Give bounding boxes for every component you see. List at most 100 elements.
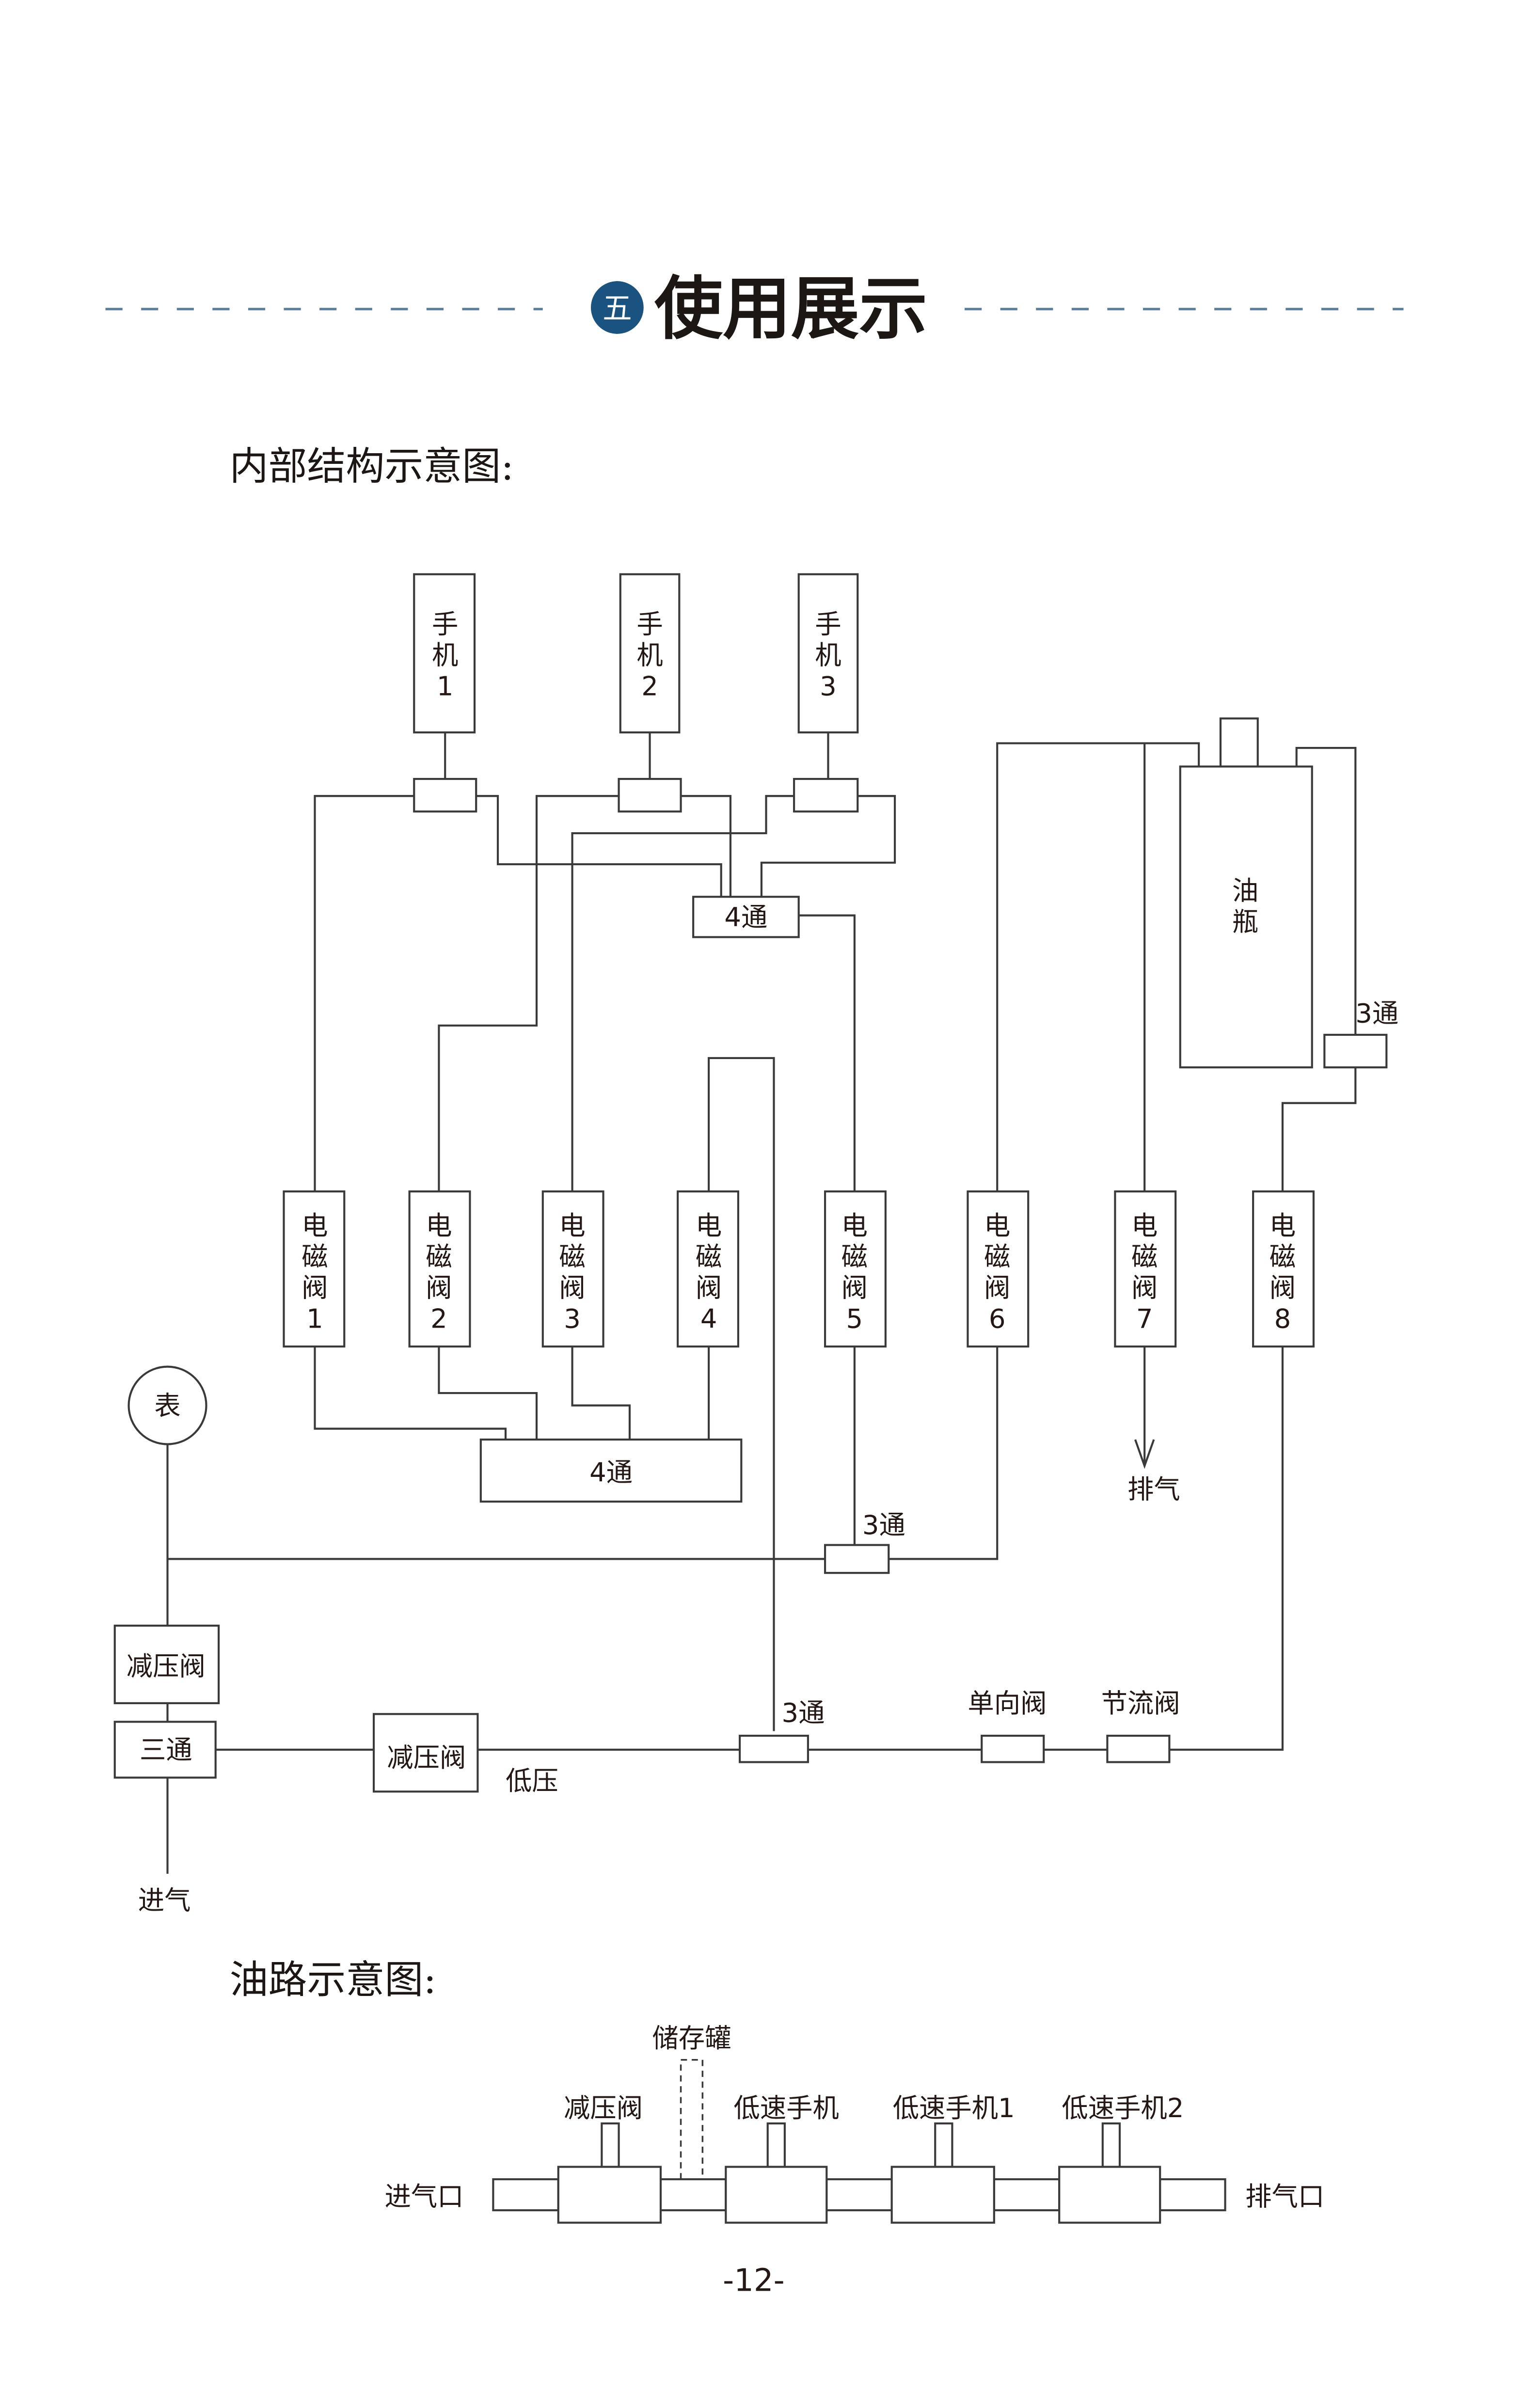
svg-text:磁: 磁 (1131, 1242, 1158, 1272)
svg-text:油: 油 (1232, 876, 1258, 906)
svg-text:机: 机 (432, 640, 458, 670)
solenoid-valve-4: 电 磁 阀 4 (677, 1190, 739, 1348)
svg-text:1: 1 (306, 1304, 323, 1334)
svg-text:电: 电 (426, 1211, 452, 1241)
svg-text:电: 电 (696, 1211, 722, 1241)
outlet-pipe (1159, 2178, 1226, 2212)
svg-text:低速手机: 低速手机 (733, 2093, 839, 2123)
svg-text:8: 8 (1274, 1304, 1291, 1334)
pipe-lines (166, 732, 1357, 1874)
svg-text:节流阀: 节流阀 (1101, 1688, 1180, 1719)
svg-text:磁: 磁 (841, 1242, 868, 1272)
pipe (571, 795, 794, 1192)
handpiece-3-connector (793, 777, 859, 813)
svg-text:4通: 4通 (724, 902, 767, 933)
intake-label: 进气 (138, 1885, 191, 1916)
pressure-gauge: 表 (127, 1365, 207, 1445)
svg-text:低速手机2: 低速手机2 (1062, 2093, 1184, 2123)
svg-text:5: 5 (846, 1304, 863, 1334)
handpiece-1: 手 机 1 (413, 573, 476, 734)
svg-text:7: 7 (1136, 1304, 1153, 1334)
handpiece-2: 手 机 2 (619, 573, 681, 734)
svg-text:3通: 3通 (862, 1510, 905, 1540)
svg-text:减压阀: 减压阀 (127, 1651, 206, 1681)
svg-text:磁: 磁 (696, 1242, 722, 1272)
internal-structure-diagram: 手 机 1 手 机 2 手 机 3 4通 油 瓶 (113, 573, 1398, 1916)
pipe-segment (993, 2178, 1061, 2212)
svg-text:阀: 阀 (841, 1273, 868, 1303)
svg-text:4通: 4通 (589, 1457, 633, 1488)
svg-text:电: 电 (302, 1211, 328, 1241)
section-number-badge (590, 281, 644, 334)
pipe (314, 795, 414, 1192)
solenoid-valve-3: 电 磁 阀 3 (541, 1190, 604, 1348)
solenoid-valve-5: 电 磁 阀 5 (824, 1190, 887, 1348)
svg-text:阀: 阀 (984, 1273, 1010, 1303)
svg-text:电: 电 (1270, 1211, 1296, 1241)
storage-tank (680, 2059, 704, 2180)
handpiece-1-connector (413, 777, 477, 813)
throttle-valve: 节流阀 (1101, 1688, 1180, 1763)
svg-text:3: 3 (564, 1304, 581, 1334)
svg-text:三通: 三通 (140, 1735, 192, 1765)
internal-structure-title: 内部结构示意图: (230, 444, 514, 489)
solenoid-valve-2: 电 磁 阀 2 (408, 1190, 471, 1348)
svg-text:阀: 阀 (696, 1273, 722, 1303)
svg-text:低速手机1: 低速手机1 (893, 2093, 1015, 2123)
pipe (314, 1346, 507, 1440)
svg-text:6: 6 (989, 1304, 1006, 1334)
pipe (476, 795, 722, 897)
svg-text:阀: 阀 (302, 1273, 328, 1303)
pipe (1169, 1346, 1284, 1751)
handpiece-2-connector (618, 777, 682, 813)
oil-bottle-cap (1219, 717, 1259, 768)
three-way-mid: 3通 (824, 1510, 905, 1574)
pipe (996, 742, 1200, 1192)
svg-text:磁: 磁 (302, 1242, 328, 1272)
section-number: 五 (603, 292, 632, 326)
oil-bottle: 油 瓶 (1179, 717, 1313, 1069)
solenoid-valve-7: 电 磁 阀 7 (1114, 1190, 1177, 1348)
svg-text:单向阀: 单向阀 (968, 1688, 1047, 1719)
oil-path-title: 油路示意图: (230, 1957, 437, 2002)
svg-text:电: 电 (1131, 1211, 1158, 1241)
svg-text:阀: 阀 (1270, 1273, 1296, 1303)
pipe (438, 795, 619, 1192)
svg-text:手: 手 (432, 609, 458, 639)
oil-unit-low-speed-handpiece-2: 低速手机2 (1058, 2093, 1184, 2224)
pipe (438, 1346, 538, 1440)
oil-unit-low-speed-handpiece: 低速手机 (725, 2093, 839, 2224)
svg-text:磁: 磁 (559, 1242, 585, 1272)
svg-text:手: 手 (636, 609, 663, 639)
page-number: -12- (723, 2263, 785, 2298)
pipe (889, 1346, 999, 1560)
svg-text:电: 电 (841, 1211, 868, 1241)
inlet-pipe (492, 2178, 559, 2212)
exhaust-label: 排气 (1127, 1474, 1180, 1505)
pipe (760, 795, 896, 897)
svg-text:表: 表 (154, 1391, 180, 1421)
three-way-low: 3通 (739, 1697, 825, 1763)
tee-fitting: 三通 (113, 1721, 217, 1779)
four-way-upper: 4通 (692, 896, 800, 938)
low-pressure-label: 低压 (506, 1766, 558, 1796)
solenoid-valve-1: 电 磁 阀 1 (283, 1190, 346, 1348)
svg-text:阀: 阀 (559, 1273, 585, 1303)
storage-tank-label: 储存罐 (652, 2023, 731, 2054)
pipe (681, 795, 731, 897)
oil-path-diagram: 储存罐 减压阀 低速手机 低速手机1 低速手机2 进气口 排气口 (384, 2023, 1324, 2224)
svg-text:4: 4 (700, 1304, 717, 1334)
svg-text:机: 机 (815, 640, 841, 670)
pipe (708, 1057, 775, 1731)
svg-text:磁: 磁 (984, 1242, 1010, 1272)
pipe (1295, 746, 1357, 1035)
svg-text:电: 电 (984, 1211, 1010, 1241)
pressure-reducer-valve-1: 减压阀 (113, 1624, 220, 1704)
svg-text:3通: 3通 (781, 1697, 825, 1728)
svg-text:减压阀: 减压阀 (387, 1742, 466, 1773)
exhaust-arrow-icon (1134, 1439, 1155, 1469)
handpiece-3: 手 机 3 (797, 573, 859, 734)
svg-text:电: 电 (559, 1211, 585, 1241)
